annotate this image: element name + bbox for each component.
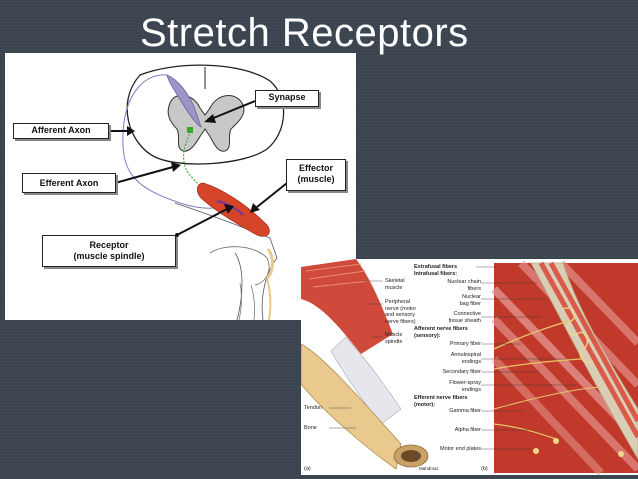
afferent-fibers-label-1: Afferent nerve fibers xyxy=(414,326,468,332)
connective-tissue-label-2: tissue sheath xyxy=(448,317,481,324)
secondary-fiber-label: Secondary fiber xyxy=(442,369,481,375)
effector-label-line2: (muscle) xyxy=(297,174,335,184)
flower-spray-label-1: Flower-spray xyxy=(449,380,481,386)
muscle-spindle-diagram: Skeletal muscle Peripheral nerve (motor … xyxy=(301,259,638,475)
nuclear-bag-label: Nuclear bag fiber xyxy=(421,294,481,307)
extrafusal-fibers-label: Extrafusal fibers xyxy=(414,264,458,270)
image-credit: Mahdmaz xyxy=(419,466,439,471)
muscle-spindle-drawing xyxy=(301,259,638,475)
gamma-fiber xyxy=(493,386,602,410)
panel-b-label: (b) xyxy=(481,466,488,472)
panel-a-label: (a) xyxy=(304,466,311,472)
motor-end-plates-label: Motor end plates xyxy=(440,446,481,452)
nuclear-chain-label-1: Nuclear chain xyxy=(447,279,481,285)
skeletal-muscle-label-2: muscle xyxy=(385,284,403,291)
quadriceps-muscle xyxy=(197,182,270,237)
nuclear-bag-label-2: bag fiber xyxy=(459,300,481,307)
flower-spray-label-2: endings xyxy=(461,386,481,393)
alpha-fiber xyxy=(493,423,557,440)
efferent-axon-label: Efferent Axon xyxy=(22,173,116,193)
receptor-label-line1: Receptor xyxy=(89,240,129,250)
alpha-fiber-label: Alpha fiber xyxy=(454,427,481,433)
afferent-fibers-label-2: (sensory): xyxy=(414,332,441,339)
nuclear-chain-label-2: fibers xyxy=(467,285,481,292)
peripheral-nerve-label: Peripheral nerve (motor and sensory nerv… xyxy=(385,299,416,325)
lower-leg xyxy=(266,277,272,320)
knee-outline xyxy=(209,246,270,286)
patella xyxy=(265,248,274,280)
annulospiral-label: Annulospiral endings xyxy=(421,352,481,365)
dorsal-root xyxy=(166,74,202,128)
synapse-label: Synapse xyxy=(255,90,319,107)
receptor-label: Receptor (muscle spindle) xyxy=(42,235,176,267)
reflex-arc-drawing xyxy=(111,64,288,320)
intrafusal-fibers-label: Intrafusal fibers: xyxy=(414,271,458,277)
muscle-spindle-label-2: spindle xyxy=(385,338,403,345)
connective-tissue-label-1: Connective xyxy=(453,311,481,317)
muscle-spindle-label: Muscle spindle xyxy=(385,332,402,345)
annulospiral-endings xyxy=(562,307,594,364)
skeletal-muscle-label: Skeletal muscle xyxy=(385,278,405,291)
flower-spray-label: Flower-spray endings xyxy=(421,380,481,393)
primary-fiber xyxy=(493,320,570,350)
annulospiral-label-2: endings xyxy=(461,358,481,365)
synapse-arrow xyxy=(210,100,256,120)
muscle-striation xyxy=(305,263,370,288)
skeletal-muscle-body xyxy=(301,259,393,354)
annulospiral-label-1: Annulospiral xyxy=(450,352,481,358)
tibia xyxy=(238,282,255,320)
tendon-label: Tendon xyxy=(304,405,323,411)
nuclear-bag-label-1: Nuclear xyxy=(462,294,481,300)
effector-label: Effector (muscle) xyxy=(286,159,346,191)
effector-arrow xyxy=(256,182,288,208)
effector-label-line1: Effector xyxy=(298,163,333,173)
muscle-spindle-label-1: Muscle xyxy=(385,332,403,338)
afferent-nerve-path xyxy=(122,74,231,209)
efferent-arrow xyxy=(114,166,174,184)
thigh-outline xyxy=(174,202,278,320)
receptor-label-line2: (muscle spindle) xyxy=(73,251,145,261)
reflex-arc-diagram: Afferent Axon Synapse Efferent Axon Effe… xyxy=(5,53,356,320)
slide-title: Stretch Receptors xyxy=(140,11,469,55)
shin-outline xyxy=(234,252,243,320)
primary-fiber-label: Primary fiber xyxy=(449,341,481,347)
intrafusal-fibers xyxy=(538,261,638,439)
skeletal-muscle-label-1: Skeletal xyxy=(385,278,405,284)
connective-tissue-label: Connective tissue sheath xyxy=(421,311,481,324)
gamma-fiber-label: Gamma fiber xyxy=(449,408,481,414)
bone-label: Bone xyxy=(304,425,317,431)
receptor-arrow xyxy=(176,208,228,236)
efferent-fibers-label-1: Efferent nerve fibers xyxy=(414,395,468,401)
peripheral-nerve-label-3: and sensory xyxy=(385,312,415,318)
secondary-fiber xyxy=(493,358,582,370)
bone-shaft xyxy=(301,343,402,470)
motor-neuron xyxy=(187,127,193,133)
nuclear-chain-label: Nuclear chain fibers xyxy=(421,279,481,292)
peripheral-nerve-label-4: nerve fibers) xyxy=(385,318,416,325)
efferent-fibers-label: Efferent nerve fibers (motor): xyxy=(414,395,468,408)
peripheral-nerve-label-2: nerve (motor xyxy=(385,305,417,312)
peripheral-nerve-label-1: Peripheral xyxy=(385,299,411,305)
efferent-fibers-label-2: (motor): xyxy=(414,401,436,408)
afferent-axon-label: Afferent Axon xyxy=(13,123,109,139)
afferent-fibers-label: Afferent nerve fibers (sensory): xyxy=(414,326,468,339)
motor-end-plates xyxy=(533,438,624,457)
